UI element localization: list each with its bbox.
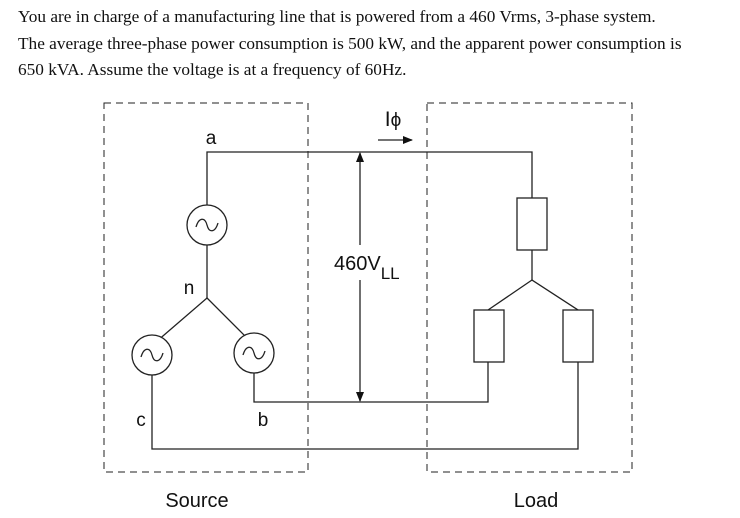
voltage-label-main: 460V [334, 253, 381, 275]
wire-load-b [487, 279, 533, 311]
problem-line-2: The average three-phase power consumptio… [18, 33, 682, 53]
wire-load-c [531, 279, 579, 311]
wires [151, 151, 579, 450]
voltage-source-c-icon [131, 334, 173, 376]
wire-n-b [206, 297, 250, 341]
node-n-label: n [184, 278, 195, 299]
voltage-source-a-icon [186, 204, 228, 246]
load-resistor-c [562, 309, 594, 363]
voltage-label: 460VLL [334, 253, 400, 283]
node-b-label: b [258, 410, 269, 431]
wire-b [253, 361, 489, 403]
node-c-label: c [136, 410, 146, 431]
wire-a [206, 151, 533, 206]
source-box [103, 102, 309, 473]
node-a-label: a [206, 128, 217, 149]
current-label-sub: ϕ [391, 110, 402, 131]
voltage-source-b-icon [233, 332, 275, 374]
problem-line-3: 650 kVA. Assume the voltage is at a freq… [18, 60, 407, 79]
current-label-main: I [385, 108, 391, 131]
current-label: Iϕ [385, 108, 402, 131]
load-label: Load [514, 490, 559, 512]
load-resistor-a [516, 197, 548, 251]
wire-n-c [155, 297, 208, 343]
load-resistor-b [473, 309, 505, 363]
problem-statement: You are in charge of a manufacturing lin… [18, 4, 730, 84]
source-label: Source [165, 490, 228, 512]
wire-c [151, 361, 579, 450]
problem-line-1: You are in charge of a manufacturing lin… [18, 7, 656, 26]
load-box [426, 102, 633, 473]
voltage-label-sub: LL [381, 264, 400, 283]
